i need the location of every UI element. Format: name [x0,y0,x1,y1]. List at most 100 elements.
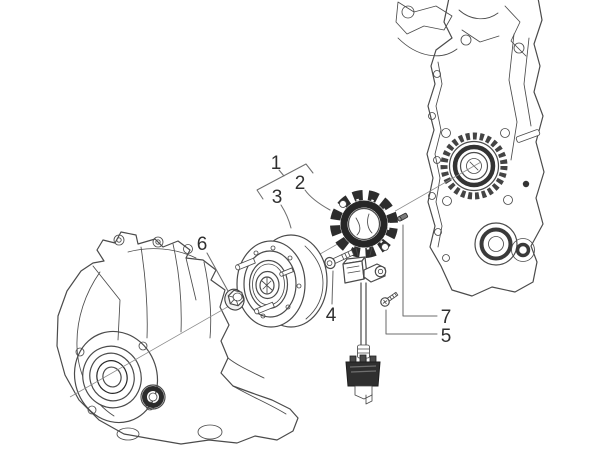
cover-bearing-bore [102,366,122,388]
callout-3-leader [280,204,292,229]
cover-lower-arm [227,357,287,415]
socket-screw-threads [341,251,351,260]
cover-lug-3 [183,244,193,254]
callout-6-leader [206,252,229,292]
stud-3-end [254,308,260,315]
case-bolt-hole-2 [428,112,436,120]
cam-chain-curve [397,9,500,57]
rotor-spline-lines [261,277,273,294]
dowel-pin-end [397,216,402,222]
rotor-stud-3 [254,301,275,315]
callout-6-number: 6 [197,234,208,255]
stud-2-end [279,271,284,277]
rivet-5 [285,304,291,310]
callout-4-number: 4 [326,305,337,326]
rotor-stud-1 [235,257,256,271]
gear-boss-2 [500,128,510,138]
socket-screw [324,249,355,270]
case-bolt-hole-1 [433,70,441,78]
primary-gear-rim [448,140,500,192]
callout-7-leader [402,224,438,317]
bracket-box-slots [346,265,361,274]
rivet-6 [260,313,266,319]
cover-rib-4 [92,257,197,341]
case-strut-2 [523,37,532,127]
stator-bracket [342,246,387,284]
connector-highlights [349,365,377,373]
pump-boss-bore [488,236,504,252]
callout-1-leader [256,163,314,200]
rotor-rivets [253,245,302,319]
idler-boss-ring [515,242,531,258]
bracket-eyelet [374,265,387,278]
stator-windings [340,200,388,248]
callout-7: 7 [402,224,452,328]
stub-pin-body [515,129,541,143]
cover-bearing-flange [73,330,159,424]
callout-7-number: 7 [441,307,452,328]
callout-3-number: 3 [272,187,283,208]
callout-5-leader [385,309,438,335]
cover-oil-seal-ring [142,386,164,408]
nut-crown [232,292,243,302]
crank-end [466,158,482,174]
stator-poles [330,190,398,258]
cover-oil-seal-bore [148,392,158,402]
rotor-rim-shade [304,245,324,320]
cable-connector [345,354,381,405]
tapping-screw [380,291,399,307]
case-bolt-hole-4 [428,192,436,200]
gear-boss-1 [441,128,451,138]
cover-rib-2 [172,243,182,333]
tapping-screw-threads [389,292,398,300]
idler-boss-outer [511,238,535,262]
guide-pivot-3 [513,42,525,54]
case-strut-1 [508,33,518,161]
socket-screw-socket [326,260,333,267]
rivet-1 [253,250,259,256]
crankcase-right [395,0,545,297]
connector-bracket-tab [365,393,373,405]
dowel-pin [397,212,409,222]
stator-ring [330,190,398,258]
cover-bolt-hole-2 [87,405,97,415]
callout-5: 5 [385,309,452,347]
cover-top-line [127,248,197,259]
rotor-taper-bore [259,276,275,295]
gear-boss-4 [442,196,452,206]
cover-bottom-boss-2 [116,427,140,441]
rivet-4 [296,283,302,289]
cover-bolt-hole-1 [75,347,85,357]
tensioner-zigzag [504,5,527,57]
cover-rib-3 [203,261,212,339]
primary-gear-teeth [440,132,508,200]
tapping-screw-cross [382,299,388,305]
cover-bearing-ring-3 [96,360,128,394]
connector-bracket [354,385,373,400]
socket-screw-head [324,256,336,270]
case-bolt-hole-6 [442,254,450,262]
callout-2-leader [304,189,331,211]
stator-screw-head-2 [381,243,389,251]
stator-slot-highlights [338,198,390,250]
rotor-face-ring [243,250,297,318]
cover-lug-2-hole [155,239,161,245]
callout-6: 6 [197,234,229,292]
case-stub-pin [515,129,541,143]
guide-pivot-2 [460,34,472,46]
cover-rib-1 [140,246,148,339]
crankcase-cover-left [56,231,299,445]
flange-nut [224,288,245,311]
stator-screw-head-1 [339,200,347,208]
rotor-stud-2 [279,267,294,277]
rivet-2 [270,245,276,251]
callout-5-number: 5 [441,326,452,347]
cable-ferrule-ribs [357,348,370,354]
stud-1-end [235,264,241,271]
pump-boss-ring [479,227,513,261]
pump-boss-outer [474,222,518,266]
case-gasket-line [434,61,443,248]
case-bolt-hole-3 [433,156,441,164]
